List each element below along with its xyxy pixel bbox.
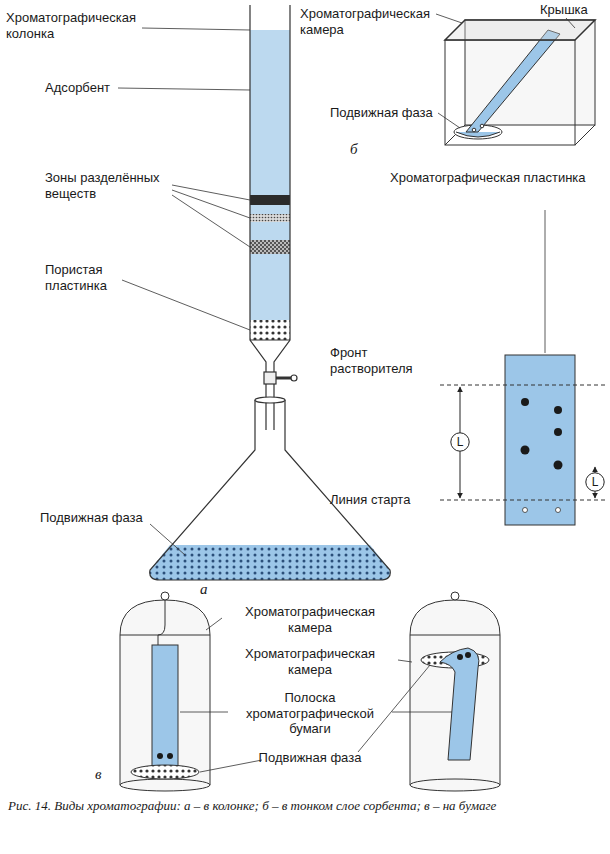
node-text: L — [450, 432, 470, 452]
part-label: Фронт растворителя — [330, 345, 435, 376]
part-label: Адсорбент — [45, 80, 165, 96]
length-marker: L — [450, 432, 470, 452]
paper-chamber-right — [410, 592, 500, 791]
column — [250, 5, 297, 430]
tlc-plate — [440, 355, 605, 525]
part-label: Зоны разделённых веществ — [45, 170, 173, 201]
flask — [150, 397, 391, 580]
figure-caption: Рис. 14. Виды хроматографии: а – в колон… — [8, 798, 602, 815]
node-text: L — [585, 472, 605, 492]
tlc-chamber — [445, 20, 595, 145]
leader-lines-c — [180, 618, 452, 772]
part-label: Линия старта — [330, 492, 435, 508]
part-label: Подвижная фаза — [40, 510, 160, 526]
part-label: Хроматографическая камера — [225, 646, 395, 677]
paper-chamber-left — [120, 592, 210, 791]
panel-letter: б — [350, 140, 370, 158]
part-label: Подвижная фаза — [330, 105, 440, 121]
part-label: Хроматографическая камера — [225, 604, 395, 635]
panel-letter: в — [95, 765, 115, 783]
part-label: Подвижная фаза — [225, 750, 395, 766]
part-label: Хроматографическая пластинка — [390, 170, 605, 186]
part-label: Пористая пластинка — [45, 262, 145, 293]
leader-lines-a — [118, 28, 250, 555]
part-label: Хроматографическая колонка — [6, 10, 142, 41]
part-label: Хроматографическая камера — [300, 6, 438, 37]
part-label: Полоска хроматографической бумаги — [225, 690, 395, 737]
panel-letter: а — [200, 580, 220, 598]
part-label: Крышка — [540, 2, 605, 18]
length-marker: L — [585, 472, 605, 492]
